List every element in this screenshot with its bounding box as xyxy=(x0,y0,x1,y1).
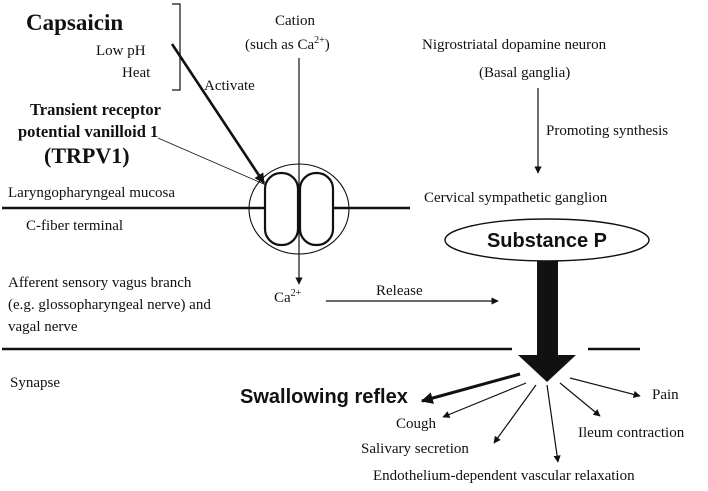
afferent-line1: Afferent sensory vagus branch xyxy=(8,275,192,291)
promoting-synthesis-label: Promoting synthesis xyxy=(546,123,668,139)
mucosa-label: Laryngopharyngeal mucosa xyxy=(8,185,175,201)
stimuli-bracket xyxy=(172,3,181,91)
release-label: Release xyxy=(376,283,423,299)
activate-label: Activate xyxy=(204,78,255,94)
afferent-line2: (e.g. glossopharyngeal nerve) and xyxy=(8,297,211,313)
activate-arrow xyxy=(170,43,266,184)
endothelium-label: Endothelium-dependent vascular relaxatio… xyxy=(373,468,635,484)
heat-label: Heat xyxy=(122,65,151,81)
arrow-swallowing xyxy=(420,372,521,404)
c-fiber-label: C-fiber terminal xyxy=(26,218,123,234)
pain-label: Pain xyxy=(652,387,679,403)
capsaicin-label: Capsaicin xyxy=(26,10,123,35)
ileum-contraction-label: Ileum contraction xyxy=(578,425,685,441)
low-ph-label: Low pH xyxy=(96,43,146,59)
basal-ganglia-label: (Basal ganglia) xyxy=(479,65,570,81)
cervical-ganglion-label: Cervical sympathetic ganglion xyxy=(424,190,608,206)
substance-p-label: Substance P xyxy=(487,230,607,252)
salivary-secretion-label: Salivary secretion xyxy=(361,441,469,457)
cation-example: (such as Ca2+) xyxy=(245,35,330,53)
trpv1-subunit-right xyxy=(298,171,335,247)
dopamine-neuron-label: Nigrostriatal dopamine neuron xyxy=(422,37,607,53)
arrow-endothelium xyxy=(546,384,561,463)
ca-ion-label: Ca2+ xyxy=(274,288,302,306)
cough-label: Cough xyxy=(396,416,437,432)
trpv1-subunit-left xyxy=(263,171,300,247)
trpv1-abbr: (TRPV1) xyxy=(44,143,130,168)
trpv1-pointer-line xyxy=(157,137,267,186)
arrow-ileum xyxy=(559,382,601,417)
cation-label: Cation xyxy=(275,13,315,29)
substance-p-big-arrow xyxy=(518,261,576,382)
arrow-salivary xyxy=(493,384,537,444)
trpv1-channel-ellipse xyxy=(248,163,350,255)
trpv1-label-line1: Transient receptor xyxy=(30,100,161,119)
synapse-label: Synapse xyxy=(10,375,60,391)
afferent-line3: vagal nerve xyxy=(8,319,78,335)
arrow-cough xyxy=(442,382,527,418)
trpv1-label-line2: potential vanilloid 1 xyxy=(18,122,158,141)
swallowing-reflex-label: Swallowing reflex xyxy=(240,386,408,408)
arrow-pain xyxy=(569,377,641,398)
